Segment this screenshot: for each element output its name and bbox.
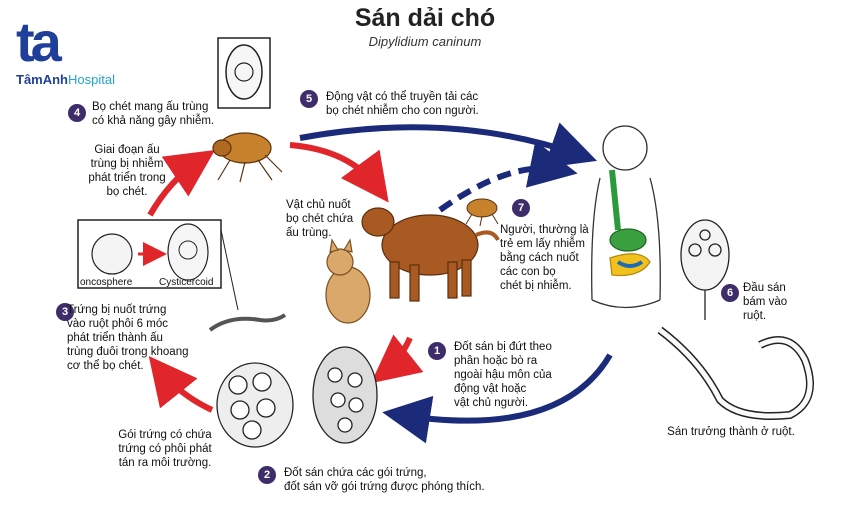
adult-worm-text: Sán trưởng thành ở ruột. (667, 426, 795, 438)
step-7-text: Người, thường là trẻ em lấy nhiễm bằng c… (500, 224, 589, 292)
logo-name: TâmAnhHospital (16, 72, 115, 87)
larva-drawing (208, 313, 287, 332)
step-5-text: Động vật có thể truyền tải các bọ chét n… (326, 91, 479, 117)
oncosphere-label: oncosphere (80, 277, 133, 288)
step-5-badge: 5 (300, 90, 318, 108)
egg-packet-text: Gói trứng có chứa trứng có phôi phát tán… (118, 429, 212, 469)
hospital-logo: ta TâmAnhHospital (14, 14, 144, 94)
arrow-larva-to-flea (147, 150, 215, 217)
scolex-drawing (680, 219, 730, 320)
step-6-badge: 6 (721, 284, 739, 302)
step-1-badge: 1 (428, 342, 446, 360)
cat-drawing (325, 238, 371, 324)
step-3-badge: 3 (56, 303, 74, 321)
diagram-subtitle: Dipylidium caninum (368, 34, 482, 49)
step-2-text: Đốt sán chứa các gói trứng, đốt sán vỡ g… (284, 467, 485, 493)
step-2-badge: 2 (258, 466, 276, 484)
egg-packets-drawing (216, 346, 378, 448)
arrow-dog-to-human-dashed (438, 140, 578, 213)
logo-name-part1: TâmAnh (16, 72, 68, 87)
step-3-text: Trứng bị nuốt trứng vào ruột phôi 6 móc … (67, 304, 189, 372)
human-drawing (591, 125, 661, 309)
logo-name-part2: Hospital (68, 72, 115, 87)
arrow-flea-to-dog (289, 142, 389, 203)
arrow-dog-to-segments (370, 334, 424, 384)
logo-mark: ta (16, 10, 62, 73)
flea-drawing (212, 132, 283, 183)
step-1-text: Đốt sán bị đứt theo phân hoặc bò ra ngoà… (454, 341, 552, 409)
cysticercoid-label: Cysticercoid (159, 277, 214, 288)
step-7-badge: 7 (512, 199, 530, 217)
arrow-eggs-to-larva (148, 355, 214, 413)
small-flea-drawing (465, 198, 499, 227)
arrow-flea-to-human (299, 122, 598, 168)
dog-drawing (361, 207, 500, 302)
larval-stage-text: Giai đoạn ấu trùng bị nhiễm phát triển t… (88, 144, 166, 198)
arrow-human-to-segments (382, 353, 613, 444)
host-swallow-text: Vật chủ nuốt bọ chét chứa ấu trùng. (286, 199, 354, 239)
step-6-text: Đầu sán bám vào ruột. (743, 282, 788, 322)
step-4-text: Bọ chét mang ấu trùng có khả năng gây nh… (92, 101, 215, 127)
diagram-title: Sán dải chó (354, 4, 496, 32)
step-4-badge: 4 (68, 104, 86, 122)
